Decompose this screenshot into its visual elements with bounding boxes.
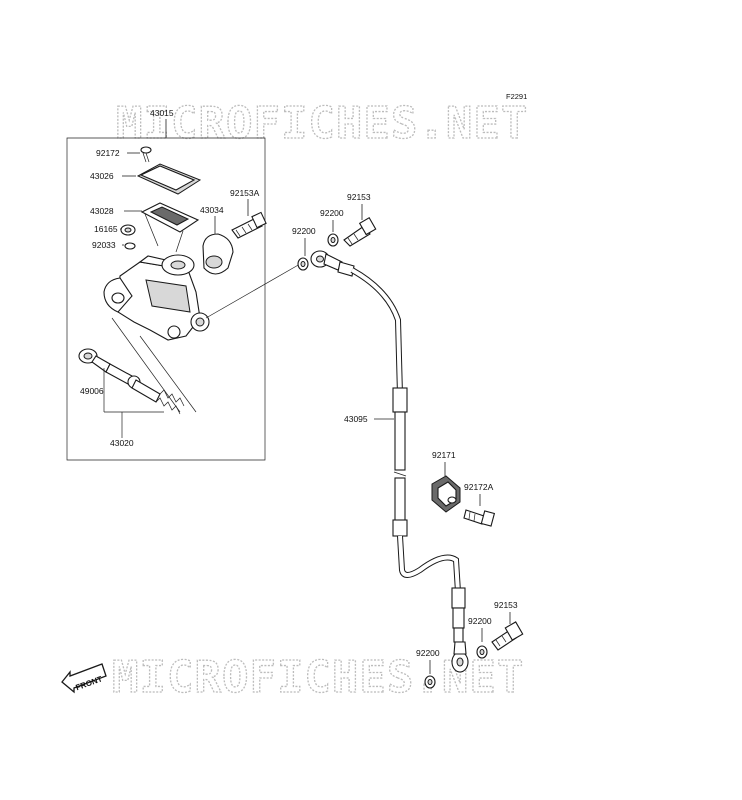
assembly-line-1	[111, 317, 181, 413]
label-92200-bottom-right: 92200	[468, 616, 492, 626]
washer-92200-top-right	[327, 233, 339, 247]
figure-code: F2291	[506, 92, 527, 101]
label-49006: 49006	[80, 386, 104, 396]
diaphragm-43028	[140, 202, 200, 253]
washer-92200-bottom-right	[476, 645, 488, 659]
label-92171: 92171	[432, 450, 456, 460]
label-92033: 92033	[92, 240, 116, 250]
label-43020: 43020	[110, 438, 134, 448]
label-43015: 43015	[150, 108, 174, 118]
label-43028: 43028	[90, 206, 114, 216]
washer-92200-bottom-left	[424, 675, 436, 689]
clamp-43034	[202, 233, 234, 275]
label-92153A: 92153A	[230, 188, 260, 198]
label-92172: 92172	[96, 148, 120, 158]
label-43095: 43095	[344, 414, 368, 424]
washer-92200-top-left	[297, 257, 309, 271]
banjo-bolt-92153-top	[343, 217, 377, 247]
label-43026: 43026	[90, 171, 114, 181]
front-arrow-icon: FRONT	[61, 663, 107, 694]
banjo-bolt-92153-bottom	[491, 621, 524, 651]
assembly-box	[66, 137, 266, 461]
boot-16165	[120, 224, 136, 236]
assembly-line-2	[139, 335, 197, 413]
label-16165: 16165	[94, 224, 118, 234]
label-92153-bottom: 92153	[494, 600, 518, 610]
cap-screw-92172	[140, 146, 152, 163]
piston-assembly	[78, 348, 185, 415]
reservoir-cap-43026	[136, 163, 202, 195]
master-cylinder-body	[103, 254, 210, 341]
connection-line-banjo	[205, 263, 301, 319]
label-92200-top-left: 92200	[292, 226, 316, 236]
bolt-92172A	[463, 509, 496, 527]
label-43034: 43034	[200, 205, 224, 215]
circlip-92033	[124, 242, 136, 250]
watermark-top: MICROFICHES.NET	[116, 98, 528, 149]
label-92200-top-right: 92200	[320, 208, 344, 218]
brake-hose-43095	[310, 250, 469, 673]
hose-clamp-92171	[431, 475, 461, 513]
label-92200-bottom-left: 92200	[416, 648, 440, 658]
label-92172A: 92172A	[464, 482, 494, 492]
bolt-92153A	[231, 211, 267, 239]
label-92153-top: 92153	[347, 192, 371, 202]
